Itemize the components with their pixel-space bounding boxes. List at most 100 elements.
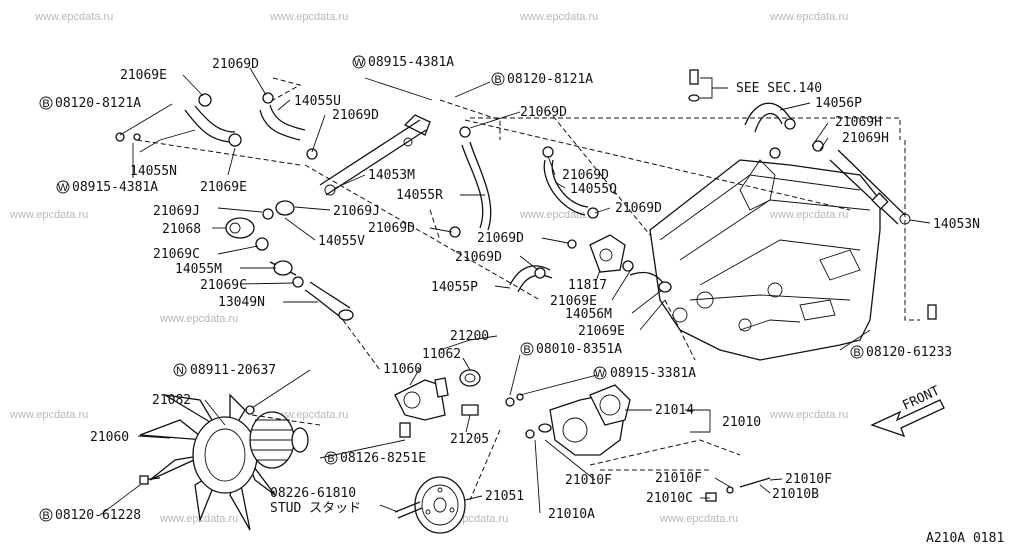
label-21069D: 21069D (455, 250, 502, 265)
label-stud: STUD スタッド (270, 501, 361, 516)
label-21069D: 21069D (562, 168, 609, 183)
label-21060: 21060 (90, 430, 129, 445)
label-08010-8351A: 08010-8351A (536, 342, 622, 357)
water-pipe-14053N (829, 149, 911, 225)
label-21051: 21051 (485, 489, 524, 504)
label-14055N: 14055N (130, 164, 177, 179)
label-21069J: 21069J (153, 204, 200, 219)
label-08226-61810: 08226-61810 (270, 486, 356, 501)
label-08915-4381A: 08915-4381A (72, 180, 158, 195)
label-21010A: 21010A (548, 507, 595, 522)
leader-lines (99, 67, 931, 516)
watermark: www.epcdata.ru (519, 11, 598, 23)
label-21069D: 21069D (368, 221, 415, 236)
label-11062: 11062 (422, 347, 461, 362)
w-badge: W (354, 57, 365, 69)
watermark: www.epcdata.ru (269, 11, 348, 23)
label-21069D: 21069D (520, 105, 567, 120)
label-21069C: 21069C (200, 278, 247, 293)
label-21069D: 21069D (212, 57, 259, 72)
watermark: www.epcdata.ru (769, 409, 848, 421)
water-pipe-14053M (319, 114, 431, 196)
label-21069H: 21069H (842, 131, 889, 146)
watermark: www.epcdata.ru (159, 513, 238, 525)
label-21010C: 21010C (646, 491, 693, 506)
label-21082: 21082 (152, 393, 191, 408)
sensor-part (688, 69, 728, 102)
thermostat-housing (509, 234, 672, 293)
b-badge: B (853, 347, 860, 359)
diagram-code: A210A 0181 (926, 531, 1004, 546)
label-21010F: 21010F (655, 471, 702, 486)
pulley (394, 476, 466, 534)
left-fittings (115, 132, 354, 321)
watermark: www.epcdata.ru (159, 313, 238, 325)
label-14053N: 14053N (933, 217, 980, 232)
hose-14056P (744, 102, 824, 159)
dashed-leaders (136, 77, 920, 501)
label-08120-8121A: 08120-8121A (507, 72, 593, 87)
label-21069J: 21069J (333, 204, 380, 219)
label-08120-8121A: 08120-8121A (55, 96, 141, 111)
label-08126-8251E: 08126-8251E (340, 451, 426, 466)
label-21200: 21200 (450, 329, 489, 344)
b-badge: B (42, 510, 49, 522)
label-08911-20637: 08911-20637 (190, 363, 276, 378)
label-14055M: 14055M (175, 262, 222, 277)
watermark: www.epcdata.ru (9, 209, 88, 221)
label-21069D: 21069D (615, 201, 662, 216)
label-14053M: 14053M (368, 168, 415, 183)
watermarks: www.epcdata.ru www.epcdata.ru www.epcdat… (9, 11, 848, 525)
label-08915-3381A: 08915-3381A (610, 366, 696, 381)
badges: W B B W B B N W B B (39, 55, 864, 522)
engine-block (649, 159, 881, 361)
label-21069C: 21069C (153, 247, 200, 262)
w-badge: W (595, 368, 606, 380)
label-21010F: 21010F (565, 473, 612, 488)
label-11817: 11817 (568, 278, 607, 293)
label-14055Q: 14055Q (570, 182, 617, 197)
label-21014: 21014 (655, 403, 694, 418)
label-21010B: 21010B (772, 487, 819, 502)
b-badge: B (327, 453, 334, 465)
watermark: www.epcdata.ru (519, 209, 598, 221)
label-14055P: 14055P (431, 280, 478, 295)
front-arrow: FRONT (870, 383, 945, 438)
watermark: www.epcdata.ru (9, 409, 88, 421)
label-21010: 21010 (722, 415, 761, 430)
watermark: www.epcdata.ru (269, 409, 348, 421)
label-21205: 21205 (450, 432, 489, 447)
label-21010F: 21010F (785, 472, 832, 487)
watermark: www.epcdata.ru (769, 11, 848, 23)
fan-assembly (139, 393, 309, 531)
label-21069E: 21069E (200, 180, 247, 195)
label-14055V: 14055V (318, 234, 365, 249)
label-11060: 11060 (383, 362, 422, 377)
label-08120-61233: 08120-61233 (866, 345, 952, 360)
b-badge: B (42, 98, 49, 110)
label-08915-4381A: 08915-4381A (368, 55, 454, 70)
part-labels: 21069E 21069D 14055U 21069D 08915-4381A … (55, 55, 1004, 546)
label-21069D: 21069D (477, 231, 524, 246)
label-21069D: 21069D (332, 108, 379, 123)
watermark: www.epcdata.ru (659, 513, 738, 525)
b-badge: B (523, 344, 530, 356)
label-14055U: 14055U (294, 94, 341, 109)
label-21069H: 21069H (835, 115, 882, 130)
small-bolts (705, 304, 937, 502)
label-21068: 21068 (162, 222, 201, 237)
label-see-sec: SEE SEC.140 (736, 81, 822, 96)
label-14056M: 14056M (565, 307, 612, 322)
label-08120-61228: 08120-61228 (55, 508, 141, 523)
label-14055R: 14055R (396, 188, 443, 203)
label-21069E: 21069E (120, 68, 167, 83)
label-21069E: 21069E (550, 294, 597, 309)
label-14056P: 14056P (815, 96, 862, 111)
watermark: www.epcdata.ru (34, 11, 113, 23)
label-21069E: 21069E (578, 324, 625, 339)
hoses-upper-left (184, 92, 318, 160)
hoses-middle (449, 126, 599, 238)
watermark: www.epcdata.ru (769, 209, 848, 221)
